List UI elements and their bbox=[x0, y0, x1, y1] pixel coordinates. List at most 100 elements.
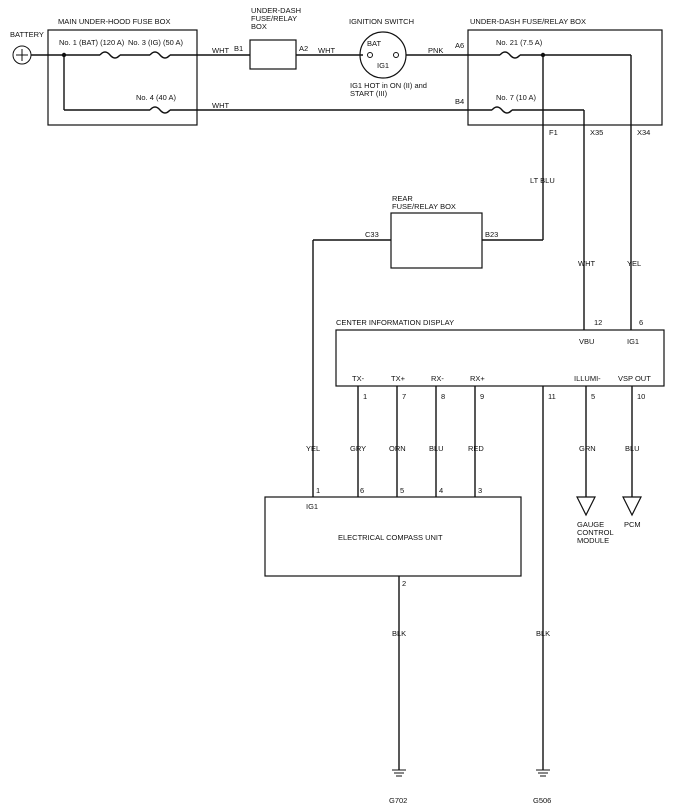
ignition-note-2: START (III) bbox=[350, 89, 388, 98]
pin-b23: B23 bbox=[485, 230, 498, 239]
ignition-ig1-label: IG1 bbox=[377, 61, 389, 70]
cid-title: CENTER INFORMATION DISPLAY bbox=[336, 318, 454, 327]
fuse-1-label: No. 1 (BAT) (120 A) bbox=[59, 38, 125, 47]
pcm-label: PCM bbox=[624, 520, 641, 529]
ignition-switch-title: IGNITION SWITCH bbox=[349, 17, 414, 26]
rear-box-title-2: FUSE/RELAY BOX bbox=[392, 202, 456, 211]
wire-label-blu-2: BLU bbox=[625, 444, 640, 453]
ecu-outline bbox=[264, 496, 522, 577]
underdash-box-title: UNDER-DASH FUSE/RELAY BOX bbox=[470, 17, 586, 26]
pcm-arrow-icon bbox=[622, 496, 642, 517]
pin-b4: B4 bbox=[455, 97, 464, 106]
ecu-pin-5: 5 bbox=[400, 486, 404, 495]
rear-box: REAR FUSE/RELAY BOX C33 B23 bbox=[365, 194, 498, 269]
pin-x35: X35 bbox=[590, 128, 603, 137]
rear-box-title-1: REAR bbox=[392, 194, 413, 203]
ecu-pin-1: 1 bbox=[316, 486, 320, 495]
cid-vbu-label: VBU bbox=[579, 337, 594, 346]
wire-label-wht-1: WHT bbox=[212, 46, 229, 55]
main-fuse-box-outline bbox=[47, 29, 198, 126]
fuse-21-symbol bbox=[499, 51, 521, 59]
fuse-3-label: No. 3 (IG) (50 A) bbox=[128, 38, 184, 47]
main-fuse-box: MAIN UNDER-HOOD FUSE BOX No. 1 (BAT) (12… bbox=[47, 17, 198, 126]
gauge-label-2: CONTROL bbox=[577, 528, 614, 537]
gauge-label-3: MODULE bbox=[577, 536, 609, 545]
battery-label: BATTERY bbox=[10, 30, 44, 39]
wire-label-wht-4: WHT bbox=[578, 259, 595, 268]
cid-pin-6: 6 bbox=[639, 318, 643, 327]
ecu-pin-6: 6 bbox=[360, 486, 364, 495]
pcm-terminal: PCM bbox=[622, 496, 642, 529]
fuse-4-symbol bbox=[149, 106, 171, 114]
gauge-arrow-icon bbox=[576, 496, 596, 517]
cid-pin-11: 11 bbox=[548, 392, 556, 401]
wire-label-wht-2: WHT bbox=[318, 46, 335, 55]
wire-label-blk-2: BLK bbox=[536, 629, 550, 638]
ecu-pin-3: 3 bbox=[478, 486, 482, 495]
ground-g506-label: G506 bbox=[533, 796, 551, 805]
ignition-note-1: IG1 HOT in ON (II) and bbox=[350, 81, 427, 90]
ignition-bat-label: BAT bbox=[367, 39, 381, 48]
gauge-label-1: GAUGE bbox=[577, 520, 604, 529]
wire-label-lt-blu: LT BLU bbox=[530, 176, 555, 185]
ground-g702: G702 bbox=[389, 769, 407, 805]
underdash-small-box: UNDER-DASH FUSE/RELAY BOX B1 A2 bbox=[234, 6, 308, 70]
ecu-pin-2: 2 bbox=[402, 579, 406, 588]
pin-f1: F1 bbox=[549, 128, 558, 137]
underdash-box-outline bbox=[467, 29, 663, 126]
ecu-title: ELECTRICAL COMPASS UNIT bbox=[338, 533, 443, 542]
wire-label-blk-1: BLK bbox=[392, 629, 406, 638]
wire-label-pnk: PNK bbox=[428, 46, 443, 55]
cid-tx-plus: TX+ bbox=[391, 374, 406, 383]
cid-tx-minus: TX- bbox=[352, 374, 365, 383]
pin-c33: C33 bbox=[365, 230, 379, 239]
ignition-contact-ig1 bbox=[393, 52, 399, 58]
cid-illumi: ILLUMI- bbox=[574, 374, 601, 383]
underdash-small-title-3: BOX bbox=[251, 22, 267, 31]
wire-label-wht-3: WHT bbox=[212, 101, 229, 110]
cid-pin-12: 12 bbox=[594, 318, 602, 327]
pin-a2: A2 bbox=[299, 44, 308, 53]
cid-pin-10: 10 bbox=[637, 392, 645, 401]
electrical-compass-unit: ELECTRICAL COMPASS UNIT IG1 1 6 5 4 3 2 bbox=[264, 486, 522, 588]
cid-pin-7: 7 bbox=[402, 392, 406, 401]
ecu-ig1-label: IG1 bbox=[306, 502, 318, 511]
wire-label-yel-1: YEL bbox=[306, 444, 320, 453]
fuse-1-symbol bbox=[99, 51, 121, 59]
gauge-control-module-terminal: GAUGE CONTROL MODULE bbox=[576, 496, 614, 545]
wire-label-orn: ORN bbox=[389, 444, 406, 453]
cid-rx-minus: RX- bbox=[431, 374, 444, 383]
fuse-7-label: No. 7 (10 A) bbox=[496, 93, 537, 102]
ground-g702-label: G702 bbox=[389, 796, 407, 805]
cid-pin-1: 1 bbox=[363, 392, 367, 401]
cid-ig1-label: IG1 bbox=[627, 337, 639, 346]
underdash-small-title-2: FUSE/RELAY bbox=[251, 14, 297, 23]
pin-b1: B1 bbox=[234, 44, 243, 53]
fuse-7-symbol bbox=[491, 106, 513, 114]
underdash-small-outline bbox=[249, 39, 297, 70]
cid-pin-9: 9 bbox=[480, 392, 484, 401]
battery: BATTERY bbox=[10, 30, 44, 65]
wire-label-red: RED bbox=[468, 444, 484, 453]
ground-g506: G506 bbox=[533, 769, 551, 805]
underdash-small-title-1: UNDER-DASH bbox=[251, 6, 301, 15]
fuse-4-label: No. 4 (40 A) bbox=[136, 93, 177, 102]
wire-label-gry: GRY bbox=[350, 444, 366, 453]
fuse-3-symbol bbox=[149, 51, 171, 59]
pin-a6: A6 bbox=[455, 41, 464, 50]
ecu-pin-4: 4 bbox=[439, 486, 443, 495]
rear-box-outline bbox=[390, 212, 483, 269]
cid-rx-plus: RX+ bbox=[470, 374, 485, 383]
main-fuse-box-title: MAIN UNDER-HOOD FUSE BOX bbox=[58, 17, 171, 26]
cid-vsp-out: VSP OUT bbox=[618, 374, 651, 383]
wire-label-blu-1: BLU bbox=[429, 444, 444, 453]
cid-outline bbox=[335, 329, 665, 387]
wire-label-yel-2: YEL bbox=[627, 259, 641, 268]
ignition-contact-bat bbox=[367, 52, 373, 58]
fuse-21-label: No. 21 (7.5 A) bbox=[496, 38, 543, 47]
center-information-display: CENTER INFORMATION DISPLAY 12 6 VBU IG1 … bbox=[335, 318, 665, 401]
ignition-switch: IGNITION SWITCH BAT IG1 IG1 HOT in ON (I… bbox=[349, 17, 427, 98]
cid-pin-8: 8 bbox=[441, 392, 445, 401]
pin-x34: X34 bbox=[637, 128, 650, 137]
wire-label-grn: GRN bbox=[579, 444, 596, 453]
